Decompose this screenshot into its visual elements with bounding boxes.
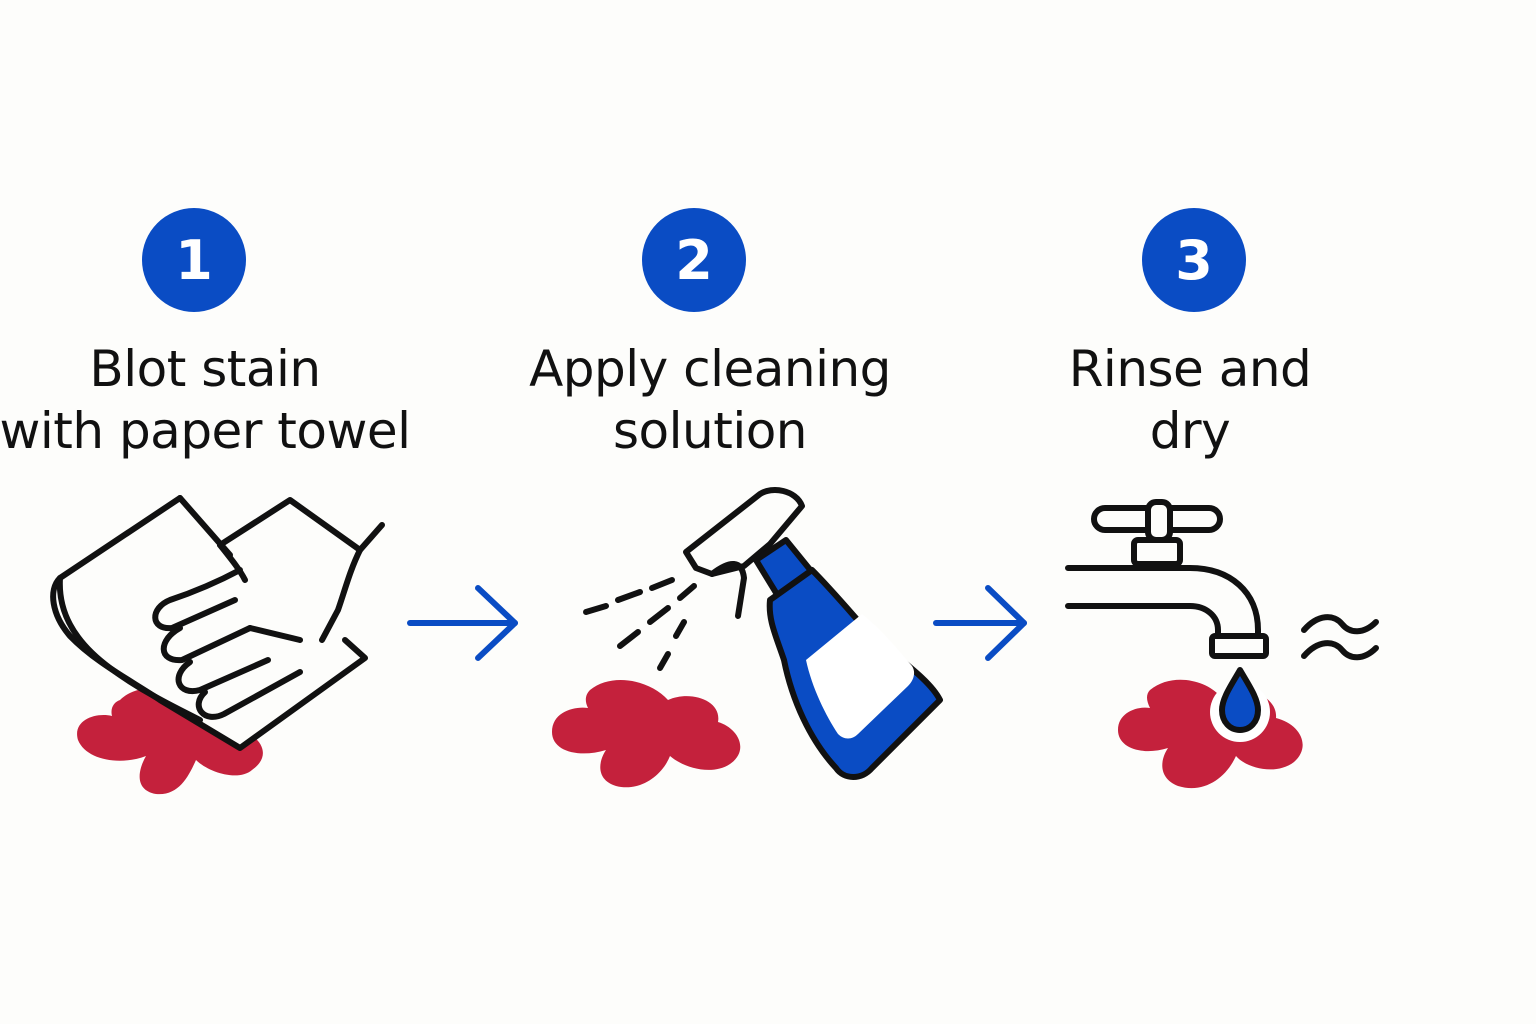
arrow-right-icon: [407, 585, 518, 661]
step-3-title: Rinse and dry: [1068, 340, 1312, 460]
faucet-water-drop-icon: [1065, 499, 1270, 742]
step-3-stain-icon: [1118, 679, 1303, 789]
step-3-number-badge: 3: [1142, 208, 1246, 312]
dry-wavy-lines-icon: [1301, 614, 1379, 661]
spray-bottle-icon: [683, 487, 943, 780]
step-2-number-badge: 2: [642, 208, 746, 312]
step-2-stain-icon: [552, 679, 741, 788]
arrow-right-icon: [933, 585, 1027, 661]
step-1-title: Blot stain with paper towel: [0, 340, 411, 460]
hand-blotting-paper-towel-icon: [50, 495, 385, 751]
spray-mist-icon: [583, 577, 697, 671]
step-2-title: Apply cleaning solution: [529, 340, 891, 460]
step-1-number-badge: 1: [142, 208, 246, 312]
